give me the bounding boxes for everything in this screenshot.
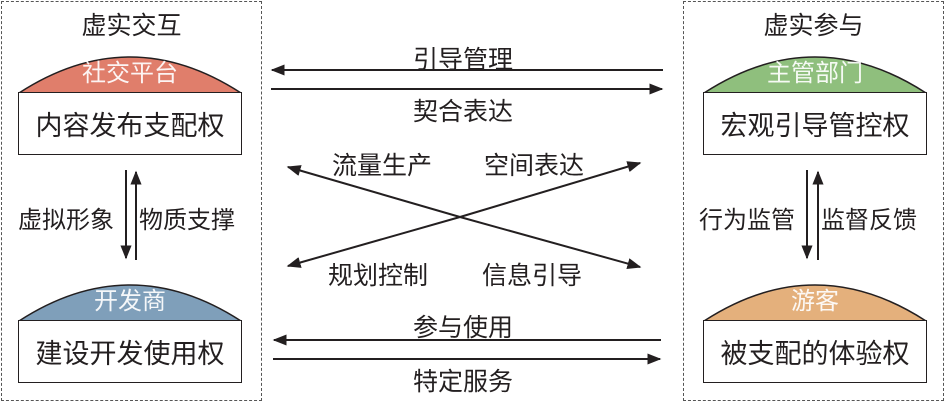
actor-dome: 主管部门	[703, 45, 927, 93]
label-guide-management: 引导管理	[413, 45, 514, 74]
label-space-expression: 空间表达	[484, 151, 585, 180]
actor-name: 开发商	[94, 287, 166, 315]
label-specific-service: 特定服务	[413, 367, 514, 396]
actor-dome: 开发商	[18, 273, 242, 321]
left-group-title: 虚实交互	[81, 11, 182, 40]
label-material-support: 物质支撑	[139, 206, 235, 234]
label-behavior-supervision: 行为监管	[699, 206, 795, 234]
label-planning-control: 规划控制	[328, 261, 429, 290]
actor-right: 建设开发使用权	[18, 320, 242, 383]
actor-name: 社交平台	[82, 59, 178, 87]
label-traffic-production: 流量生产	[332, 151, 433, 180]
arrow-cross-to-top-left	[286, 165, 461, 218]
label-virtual-image: 虚拟形象	[18, 206, 114, 234]
label-fit-expression: 契合表达	[413, 97, 514, 126]
actor-dome: 社交平台	[18, 45, 242, 93]
right-group-title: 虚实参与	[763, 11, 864, 40]
right-group-virtual-real-participation: 虚实参与	[683, 1, 944, 401]
actor-right: 宏观引导管控权	[703, 92, 927, 155]
left-group-virtual-real-interaction: 虚实交互	[1, 1, 262, 401]
label-participation-use: 参与使用	[413, 313, 514, 342]
actor-name: 游客	[791, 287, 839, 315]
arrow-cross-to-bottom-left	[286, 216, 461, 268]
actor-right: 内容发布支配权	[18, 92, 242, 155]
label-supervision-feedback: 监督反馈	[821, 206, 917, 234]
arrow-cross-to-bottom-right	[459, 216, 642, 270]
actor-name: 主管部门	[767, 59, 863, 87]
actor-right: 被支配的体验权	[703, 320, 927, 383]
arrow-cross-to-top-right	[459, 161, 642, 218]
label-information-guide: 信息引导	[482, 261, 583, 290]
actor-dome: 游客	[703, 273, 927, 321]
